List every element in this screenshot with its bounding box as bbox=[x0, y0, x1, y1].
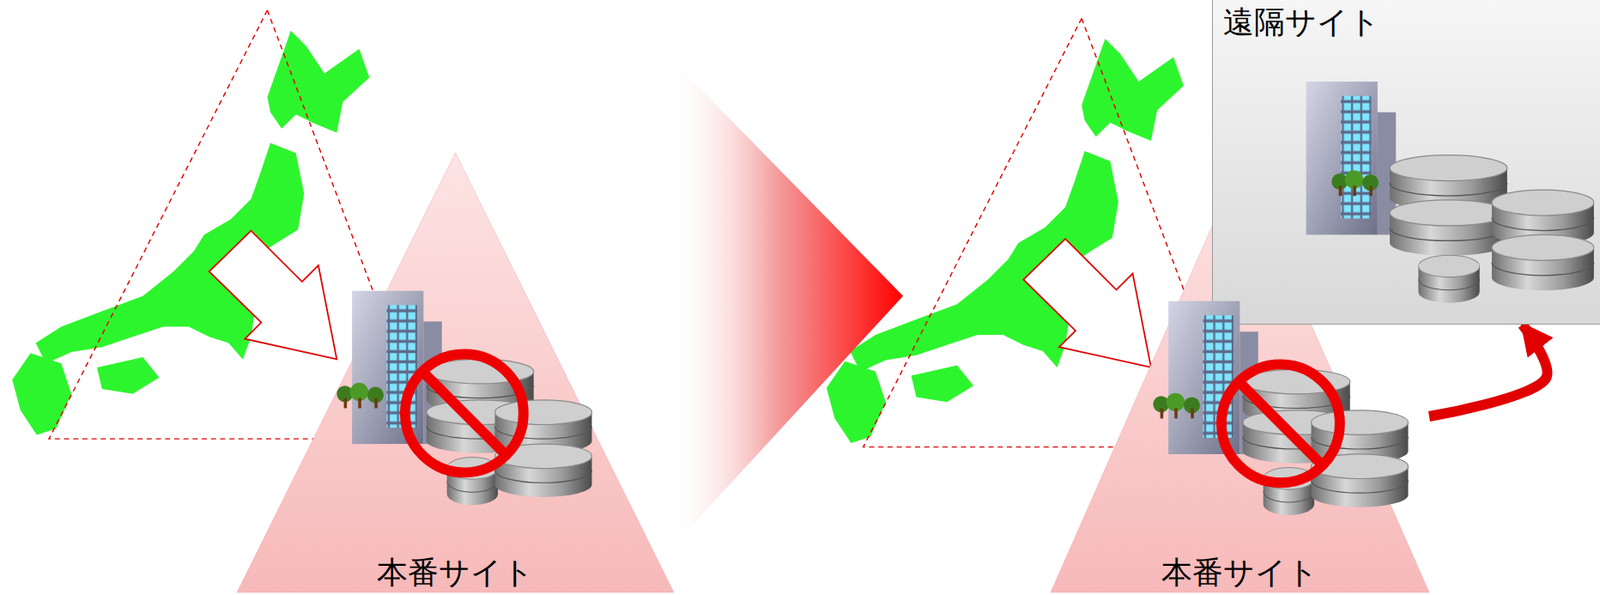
production-servers bbox=[336, 290, 592, 505]
production-servers bbox=[1152, 301, 1408, 516]
site-label: 本番サイト bbox=[1161, 555, 1319, 590]
replication-arrow bbox=[1429, 324, 1548, 417]
remote-servers bbox=[1306, 81, 1594, 304]
transition-arrow bbox=[668, 55, 904, 552]
site-label: 遠隔サイト bbox=[1223, 5, 1590, 40]
site-label: 本番サイト bbox=[376, 555, 534, 590]
